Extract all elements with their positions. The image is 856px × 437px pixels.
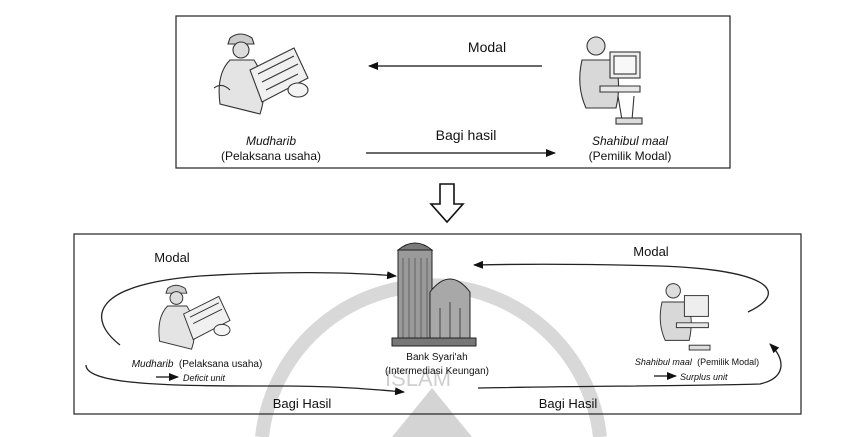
worker-illustration-icon xyxy=(159,285,230,349)
bagi-hasil-label: Bagi hasil xyxy=(436,127,497,143)
bottom-shahibul-caption: Shahibul maal (Pemilik Modal) xyxy=(635,357,759,367)
surplus-unit-label: Surplus unit xyxy=(680,372,728,382)
bottom-shahibul-name: Shahibul maal xyxy=(635,357,693,367)
bottom-modal-left-label: Modal xyxy=(154,250,190,265)
bottom-mudharib-role: (Pelaksana usaha) xyxy=(179,359,262,370)
mudharib-name: Mudharib xyxy=(246,134,296,148)
deficit-unit-label: Deficit unit xyxy=(183,373,226,383)
bottom-bagi-hasil-right-label: Bagi Hasil xyxy=(539,396,598,411)
bottom-bagi-hasil-left-label: Bagi Hasil xyxy=(273,396,332,411)
down-arrow-icon xyxy=(431,184,463,222)
bottom-mudharib-name: Mudharib xyxy=(132,359,174,370)
bank-role: (Intermediasi Keungan) xyxy=(385,366,489,377)
modal-label: Modal xyxy=(468,39,506,55)
bank-name: Bank Syari'ah xyxy=(406,352,467,363)
mudharib-role: (Pelaksana usaha) xyxy=(221,149,321,163)
shahibul-maal-name: Shahibul maal xyxy=(592,134,668,148)
bottom-mudharib-caption: Mudharib (Pelaksana usaha) xyxy=(132,359,263,370)
bottom-modal-right-label: Modal xyxy=(633,244,669,259)
shahibul-maal-role: (Pemilik Modal) xyxy=(589,149,672,163)
worker-illustration-icon xyxy=(214,34,308,114)
bottom-shahibul-role: (Pemilik Modal) xyxy=(697,357,759,367)
businessman-at-computer-icon xyxy=(580,37,642,124)
businessman-at-computer-icon xyxy=(660,284,710,350)
bank-building-icon xyxy=(392,243,476,346)
